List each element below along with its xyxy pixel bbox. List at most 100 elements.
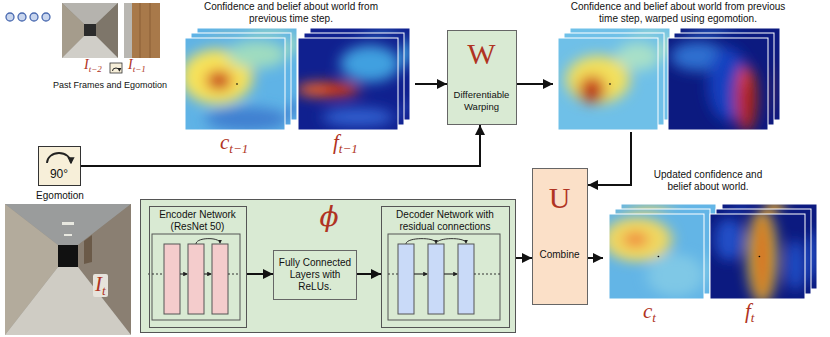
decoder-layers-part <box>436 239 466 244</box>
heatmap-stack-part <box>296 38 400 130</box>
corridor-image <box>5 204 131 335</box>
decoder-layers-part <box>398 244 414 314</box>
arrow-connector <box>517 83 553 85</box>
past-frame-image-part <box>84 24 96 36</box>
heatmap-stack-part <box>558 38 660 130</box>
heatmap-stack: Confidence and belief about world from p… <box>553 1 803 132</box>
arrow-connector <box>357 273 381 275</box>
heatmap-stack-part <box>710 209 805 304</box>
box-label: Combine <box>533 249 586 261</box>
past-frame-image <box>124 3 160 58</box>
decoder-layers-part <box>414 273 427 274</box>
symbol-label: ϕ <box>301 200 357 234</box>
heatmap-stack-part <box>298 38 398 130</box>
arrow-connector <box>588 257 603 259</box>
egomotion-icon-part <box>47 153 71 163</box>
decoder-layers-part <box>444 273 457 274</box>
symbol-label: U <box>533 181 586 215</box>
past-frame-image-part <box>62 36 118 58</box>
symbol-label: W <box>448 37 515 71</box>
process-box: W Differentiable Warping <box>447 30 517 125</box>
egomotion-box: 90°Egomotion <box>38 146 81 186</box>
past-frame-image-part <box>62 3 118 58</box>
angle-label: 90° <box>39 167 79 181</box>
corridor-image-part <box>58 245 78 267</box>
past-frame-dots-part <box>18 13 26 21</box>
heatmap-stack-part <box>609 214 704 299</box>
encoder-layers-part <box>180 273 187 274</box>
encoder-layers-part <box>148 273 164 274</box>
caption: Updated confidence and belief about worl… <box>643 169 773 193</box>
box-label: Encoder Network (ResNet 50) <box>150 209 245 233</box>
past-frame-image-part <box>150 3 151 58</box>
corridor-image-part <box>5 204 131 335</box>
past-frame-image <box>62 3 118 58</box>
box-label: Egomotion <box>25 190 95 202</box>
past-frame-dots-part <box>42 13 50 21</box>
egomotion-icon-part <box>110 63 122 73</box>
symbol-label: ft−1 <box>333 132 358 155</box>
encoder-layers-part <box>164 244 180 314</box>
symbol-label: It−1 <box>128 58 146 73</box>
heatmap-stack-part <box>710 214 805 299</box>
caption: Past Frames and Egomotion <box>40 80 180 91</box>
egomotion-icon-part <box>38 146 80 186</box>
decoder-layers-part <box>388 273 398 274</box>
heatmap-stack <box>558 28 780 132</box>
past-frame-dots-part <box>30 13 38 21</box>
heatmap-stack <box>603 199 817 304</box>
past-frame-image-part <box>124 3 160 58</box>
decoder-layers-part <box>428 244 444 314</box>
corridor-image-part <box>5 267 131 335</box>
heatmap-stack-part <box>181 38 289 131</box>
decoder-layers-part <box>406 239 436 244</box>
encoder-layers <box>148 234 240 320</box>
egomotion-icon <box>110 63 122 73</box>
symbol-label: ft <box>745 301 754 324</box>
symbol-label: ct−1 <box>220 132 248 155</box>
corridor-image-part <box>62 222 74 225</box>
encoder-layers-part <box>212 244 228 314</box>
arrow-connector <box>247 273 273 275</box>
egomotion-icon-part <box>113 68 120 71</box>
heatmap-stack-part <box>668 38 768 132</box>
network-panel-part <box>140 199 516 333</box>
encoder-layers-part <box>204 273 211 274</box>
process-box: U Combine <box>532 168 588 305</box>
heatmap-stack: Confidence and belief about world from p… <box>183 1 415 159</box>
egomotion-icon <box>38 146 80 186</box>
arrow-connector <box>415 83 447 85</box>
decoder-layers <box>388 234 500 320</box>
encoder-layers-part <box>152 234 240 320</box>
corridor-image-part <box>84 235 92 264</box>
decoder-layers-part <box>458 244 474 314</box>
heatmap-stack-part <box>558 38 658 130</box>
heatmap-stack-part <box>185 38 285 130</box>
heatmap-stack: Updated confidence and belief about worl… <box>603 168 825 335</box>
box-label: Differentiable Warping <box>449 89 514 113</box>
symbol-label: ct <box>643 301 656 324</box>
box-label: Fully Connected Layers with ReLUs. <box>275 257 355 293</box>
past-frame-image-part <box>124 3 132 58</box>
encoder-layers-part <box>188 244 204 314</box>
decoder-layers-part <box>474 273 500 274</box>
encoder-layers-part <box>228 273 240 274</box>
arrow-connector <box>516 257 532 259</box>
caption: Confidence and belief about world from p… <box>568 1 788 25</box>
decoder-layers-part <box>388 234 500 320</box>
network-panel <box>140 199 516 333</box>
past-frame-image-part <box>140 3 141 58</box>
heatmap-stack <box>181 28 412 131</box>
decoder-box: Decoder Network with residual connection… <box>381 206 510 328</box>
past-frame-dots-part <box>6 13 14 21</box>
past-frame-dots <box>6 13 50 21</box>
caption: Confidence and belief about world from p… <box>201 1 381 25</box>
symbol-label: It−2 <box>84 58 102 73</box>
input-image: It <box>5 204 131 335</box>
network-box: Encoder Network (ResNet 50) Fully Connect… <box>140 199 516 333</box>
encoder-layers-part <box>196 239 220 244</box>
box-label: Decoder Network with residual connection… <box>382 209 508 233</box>
